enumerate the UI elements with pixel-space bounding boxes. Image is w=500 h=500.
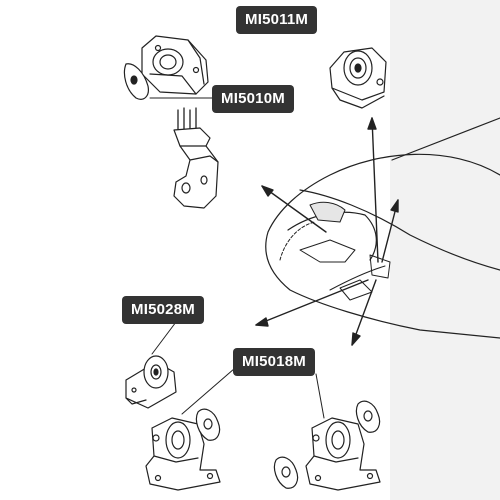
car-outline-icon	[265, 117, 500, 339]
washer-icon	[355, 400, 381, 433]
part-label-mi5028m: MI5028M	[122, 296, 204, 324]
rubber-bushing-icon	[125, 355, 177, 409]
engine-mount-icon	[329, 47, 387, 109]
mount-bracket-icon	[173, 107, 219, 209]
engine-mount-icon	[141, 35, 209, 95]
washer-icon	[195, 408, 221, 441]
part-label-mi5010m: MI5010M	[212, 85, 294, 113]
engine-mount-icon	[305, 417, 381, 491]
part-label-mi5011m: MI5011M	[236, 6, 318, 34]
arrow-icon	[255, 117, 399, 346]
part-label-mi5018m: MI5018M	[233, 348, 315, 376]
washer-icon	[273, 456, 299, 489]
washer-icon	[123, 63, 149, 100]
engine-mount-icon	[145, 417, 221, 491]
label-leader-lines	[149, 97, 325, 419]
page-edge-shade	[390, 0, 500, 500]
